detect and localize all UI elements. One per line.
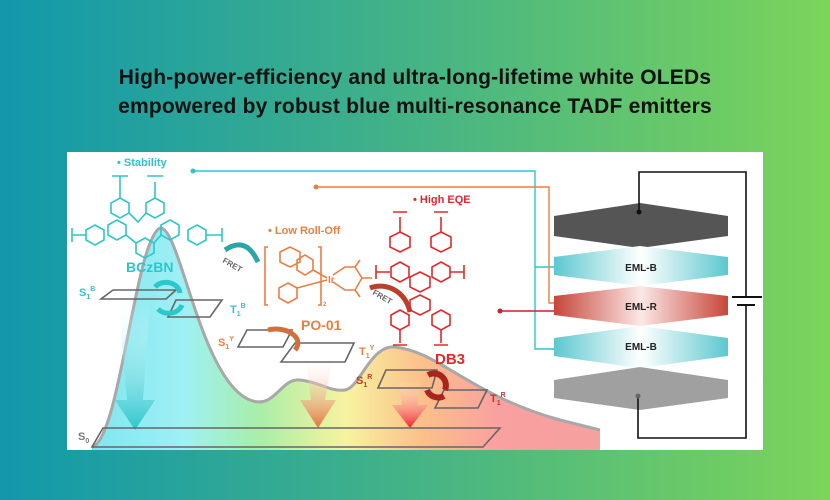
anode-layer — [554, 367, 728, 410]
battery-icon — [732, 296, 762, 306]
emission-spectrum — [92, 227, 600, 450]
red-emission-arrow — [392, 380, 428, 428]
high-eqe-label: • High EQE — [413, 194, 471, 206]
blue-emission-arrow — [115, 300, 155, 430]
bczbn-label: BCzBN — [126, 259, 173, 275]
s1b-level — [98, 289, 179, 300]
eml-b-top-layer — [554, 246, 728, 286]
eml-r-label: EML-R — [625, 302, 657, 313]
db3-molecule — [375, 211, 465, 346]
title-line-2: empowered by robust blue multi-resonance… — [118, 95, 712, 118]
title-line-1: High-power-efficiency and ultra-long-lif… — [118, 66, 712, 89]
yellow-emission-arrow — [300, 355, 336, 428]
diagram: BCzBN Ir 2 PO-01 DB3 • Stability • Low R… — [71, 157, 762, 450]
ir-label: Ir — [328, 275, 335, 286]
blue-isc-arrows-icon — [153, 279, 185, 316]
spectrum-outline — [91, 226, 601, 449]
fret-arrow-2 — [369, 283, 413, 313]
db3-label: DB3 — [435, 351, 465, 368]
t1r-level — [433, 389, 489, 409]
eml-b-top-label: EML-B — [625, 263, 657, 274]
s1y-label: S1Y — [218, 336, 234, 351]
s0-label: S0 — [78, 431, 89, 445]
red-isc-arrows-icon — [424, 370, 449, 401]
eml-r-layer — [554, 286, 728, 326]
t1b-label: T1B — [230, 303, 246, 318]
circuit — [637, 171, 762, 439]
stability-label: • Stability — [117, 157, 168, 169]
cathode-layer — [554, 203, 728, 248]
yellow-isc-arrows-icon — [267, 326, 301, 352]
graphical-abstract-panel: BCzBN Ir 2 PO-01 DB3 • Stability • Low R… — [67, 152, 763, 450]
eml-b-bottom-label: EML-B — [625, 342, 657, 353]
t1r-label: T1R — [490, 392, 506, 407]
s0-level — [90, 427, 502, 448]
fret-arrow-1 — [223, 242, 261, 264]
eml-b-bottom-layer — [554, 326, 728, 368]
bczbn-molecule — [71, 175, 223, 259]
fret-label-1: FRET — [221, 256, 244, 274]
po01-label: PO-01 — [301, 317, 342, 333]
s1b-label: S1B — [79, 286, 95, 301]
s1r-label: S1R — [356, 374, 372, 389]
low-rolloff-label: • Low Roll-Off — [268, 225, 341, 237]
fret-label-2: FRET — [371, 288, 394, 306]
t1y-level — [279, 342, 356, 363]
t1y-label: T1Y — [359, 345, 375, 360]
po01-subscript: 2 — [323, 302, 327, 308]
s1r-level — [376, 369, 439, 389]
blue-connector — [193, 170, 562, 350]
po01-molecule — [264, 246, 372, 306]
